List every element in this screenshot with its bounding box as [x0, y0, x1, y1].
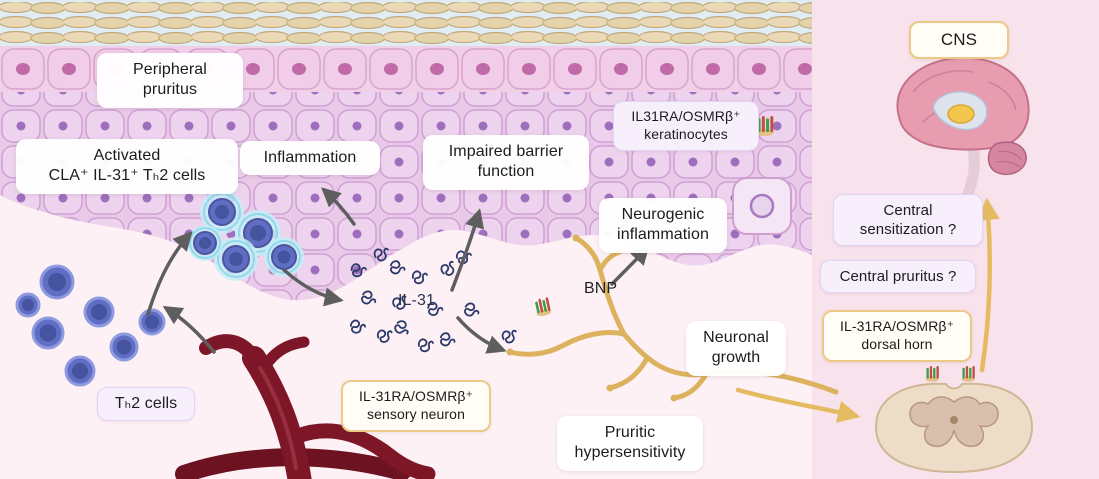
label-neuronal-growth: Neuronal growth: [686, 321, 786, 376]
activated-th2-cell: [200, 190, 244, 234]
label-central-sensitization: Central sensitization ?: [833, 194, 983, 247]
arrow-spinal-cord-to-brain: [977, 197, 1000, 373]
th2-cell: [138, 308, 166, 336]
label-cns: CNS: [909, 21, 1009, 59]
central-canal: [950, 416, 958, 424]
th2-cell: [64, 355, 96, 387]
brain-illustration: [896, 56, 1030, 200]
th2-cell: [83, 296, 115, 328]
th2-cell: [39, 264, 75, 300]
label-il31: IL-31: [398, 292, 435, 309]
th2-cell: [15, 292, 41, 318]
spinal-cord-illustration: [874, 366, 1034, 474]
arrow-cells-to-activated: [146, 231, 193, 316]
stratum-corneum: [0, 2, 812, 46]
arrow-neuron-to-spinal-cord: [735, 387, 861, 423]
arrow-il31-to-neuron: [456, 316, 507, 354]
arrow-to-inflammation: [321, 187, 356, 226]
arrow-vessel-to-cells: [162, 305, 216, 354]
label-pruritic-hypersensitivity: Pruritic hypersensitivity: [557, 416, 703, 471]
label-inflammation: Inflammation: [240, 141, 380, 176]
th2-cell: [31, 316, 65, 350]
label-neurogenic-inflammation: Neurogenic inflammation: [599, 198, 727, 253]
label-keratinocytes: IL31RA/OSMRβ⁺ keratinocytes: [613, 101, 759, 151]
activated-th2-cell: [264, 237, 304, 277]
activated-th2-cluster: [187, 190, 304, 281]
label-dorsal-horn: IL-31RA/OSMRβ⁺ dorsal horn: [822, 310, 972, 362]
arrow-activated-to-il31: [282, 268, 344, 307]
cerebellum: [987, 141, 1027, 176]
brainstem: [962, 141, 980, 200]
thalamus-highlight: [947, 104, 975, 124]
label-bnp: BNP: [584, 280, 618, 297]
th2-cell-group: [15, 264, 166, 387]
cerebellum-lines: [995, 150, 1022, 168]
label-activated-th2: Activated CLA⁺ IL-31⁺ Tₕ2 cells: [16, 139, 238, 194]
label-sensory-neuron: IL-31RA/OSMRβ⁺ sensory neuron: [341, 380, 491, 432]
activated-th2-cell: [187, 225, 223, 261]
arrow-il31-to-barrier: [450, 208, 485, 292]
keratinocyte-nucleus: [749, 193, 775, 219]
th2-cell: [109, 332, 139, 362]
label-th2-cells: Tₕ2 cells: [97, 387, 195, 422]
label-impaired-barrier: Impaired barrier function: [423, 135, 589, 190]
activated-th2-cell: [214, 237, 258, 281]
label-peripheral-pruritus: Peripheral pruritus: [97, 53, 243, 108]
label-central-pruritus: Central pruritus ?: [820, 260, 976, 294]
